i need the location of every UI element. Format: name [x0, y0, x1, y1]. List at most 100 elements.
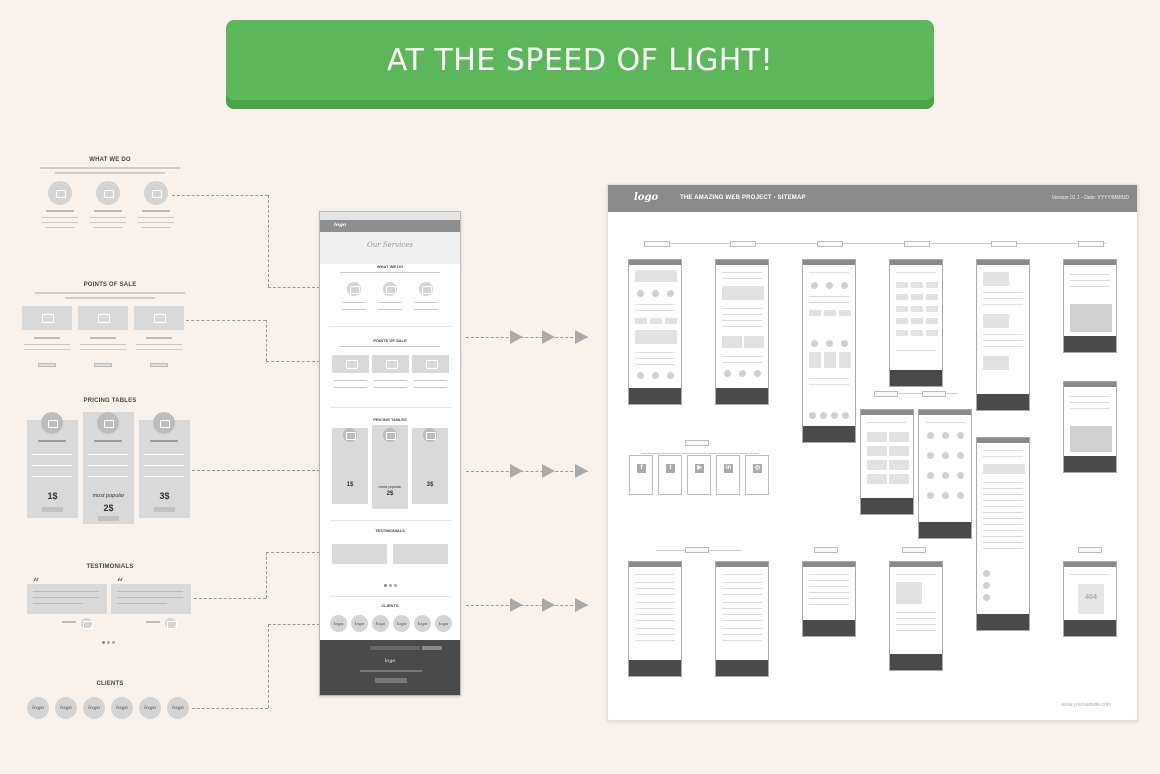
newsletter-input[interactable]	[370, 646, 420, 650]
page-label	[817, 241, 843, 247]
divider	[330, 326, 452, 327]
sitemap-page-about	[715, 259, 769, 405]
plan-icon	[343, 428, 357, 442]
service-icon	[48, 181, 72, 205]
footer-nav[interactable]	[360, 670, 422, 672]
social-page-facebook: f	[629, 455, 653, 495]
page-mockup: logo Our Services WHAT WE DO POINTS OF S…	[319, 211, 461, 696]
buy-button[interactable]	[154, 507, 175, 512]
connector-line	[266, 320, 267, 361]
carousel-dot-active[interactable]	[102, 641, 105, 644]
sitemap-page-team	[918, 409, 972, 539]
text-line	[90, 217, 126, 218]
divider	[330, 596, 452, 597]
section-title: TESTIMONIALS	[375, 528, 405, 533]
page-label	[922, 391, 946, 397]
play-arrow-icon	[510, 598, 523, 612]
module-subtitle-line	[35, 292, 185, 294]
connector-line	[466, 605, 588, 606]
play-arrow-icon	[575, 330, 588, 344]
client-logo: logo	[55, 697, 77, 719]
page-label	[685, 547, 709, 553]
footer-social-icons[interactable]	[375, 678, 407, 683]
carousel-dot[interactable]	[112, 641, 115, 644]
client-logo: logo	[111, 697, 133, 719]
store-image	[134, 306, 184, 330]
page-label	[991, 241, 1017, 247]
store-title	[90, 337, 116, 339]
details-button[interactable]	[94, 363, 112, 367]
carousel-dot[interactable]	[394, 584, 397, 587]
client-logo: logo	[372, 615, 389, 632]
facebook-icon: f	[637, 464, 646, 473]
tree-line	[641, 453, 759, 454]
connector-line	[268, 287, 320, 288]
service-icon	[144, 181, 168, 205]
text-line	[42, 217, 78, 218]
text-line	[24, 344, 70, 345]
feature-line	[32, 465, 72, 466]
page-label	[874, 391, 898, 397]
buy-button[interactable]	[42, 507, 63, 512]
module-title-points-of-sale: POINTS OF SALE	[83, 282, 137, 288]
plan-title	[38, 440, 66, 442]
details-button[interactable]	[38, 363, 56, 367]
page-label	[904, 241, 930, 247]
footer-logo: logo	[384, 658, 396, 664]
section-title: WHAT WE DO	[376, 264, 404, 269]
sitemap-page-services	[802, 259, 856, 443]
sitemap-page-gallery	[860, 409, 914, 515]
play-arrow-icon	[510, 464, 523, 478]
text-line	[24, 349, 70, 350]
text-line	[334, 387, 367, 388]
sitemap-logo: logo	[634, 192, 659, 203]
play-arrow-icon	[575, 464, 588, 478]
details-button[interactable]	[150, 363, 168, 367]
plan-icon	[153, 412, 175, 434]
carousel-dot[interactable]	[107, 641, 110, 644]
text-line	[136, 344, 182, 345]
feature-line	[88, 454, 128, 455]
text-line	[117, 603, 167, 604]
sitemap-page-contact-2	[1063, 381, 1117, 473]
connector-line	[268, 624, 320, 625]
module-title-what-we-do: WHAT WE DO	[89, 157, 131, 163]
sitemap-document: logo THE AMAZING WEB PROJECT - SITEMAP V…	[607, 184, 1138, 721]
connector-line	[172, 195, 268, 196]
page-label	[902, 547, 926, 553]
carousel-dot-active[interactable]	[384, 584, 387, 587]
plan-icon	[383, 428, 397, 442]
quote-mark-icon: “	[117, 576, 124, 589]
price-value: 2$	[103, 503, 114, 513]
subscribe-button[interactable]	[422, 646, 442, 650]
sitemap-page-terms	[715, 561, 769, 677]
buy-button[interactable]	[98, 516, 119, 521]
client-logo: logo	[351, 615, 368, 632]
play-arrow-icon	[510, 330, 523, 344]
text-line	[334, 380, 367, 381]
twitter-icon: t	[666, 464, 675, 473]
text-line	[42, 222, 78, 223]
price-value: 2$	[386, 491, 394, 497]
divider	[330, 407, 452, 408]
popular-label: most popular	[92, 493, 125, 499]
connector-line	[192, 708, 268, 709]
page-label	[685, 440, 709, 446]
pricing-card	[139, 420, 190, 518]
module-title-clients: CLIENTS	[96, 681, 124, 687]
sitemap-version: Version 01.1 - Date: YYYY/MM/DD	[1051, 195, 1129, 201]
connector-line	[186, 320, 266, 321]
headline-banner: AT THE SPEED OF LIGHT!	[226, 20, 934, 109]
carousel-dot[interactable]	[389, 584, 392, 587]
price-value: 1$	[47, 491, 58, 501]
section-title: CLIENTS	[381, 603, 399, 608]
text-line	[117, 591, 183, 592]
text-line	[33, 597, 99, 598]
browser-chrome	[320, 212, 460, 220]
page-label	[1078, 547, 1102, 553]
plan-title	[150, 440, 178, 442]
sitemap-page-portfolio	[889, 259, 943, 387]
sitemap-page-contact	[1063, 259, 1117, 353]
price-value: 1$	[346, 482, 354, 488]
sitemap-page-product	[889, 561, 943, 671]
